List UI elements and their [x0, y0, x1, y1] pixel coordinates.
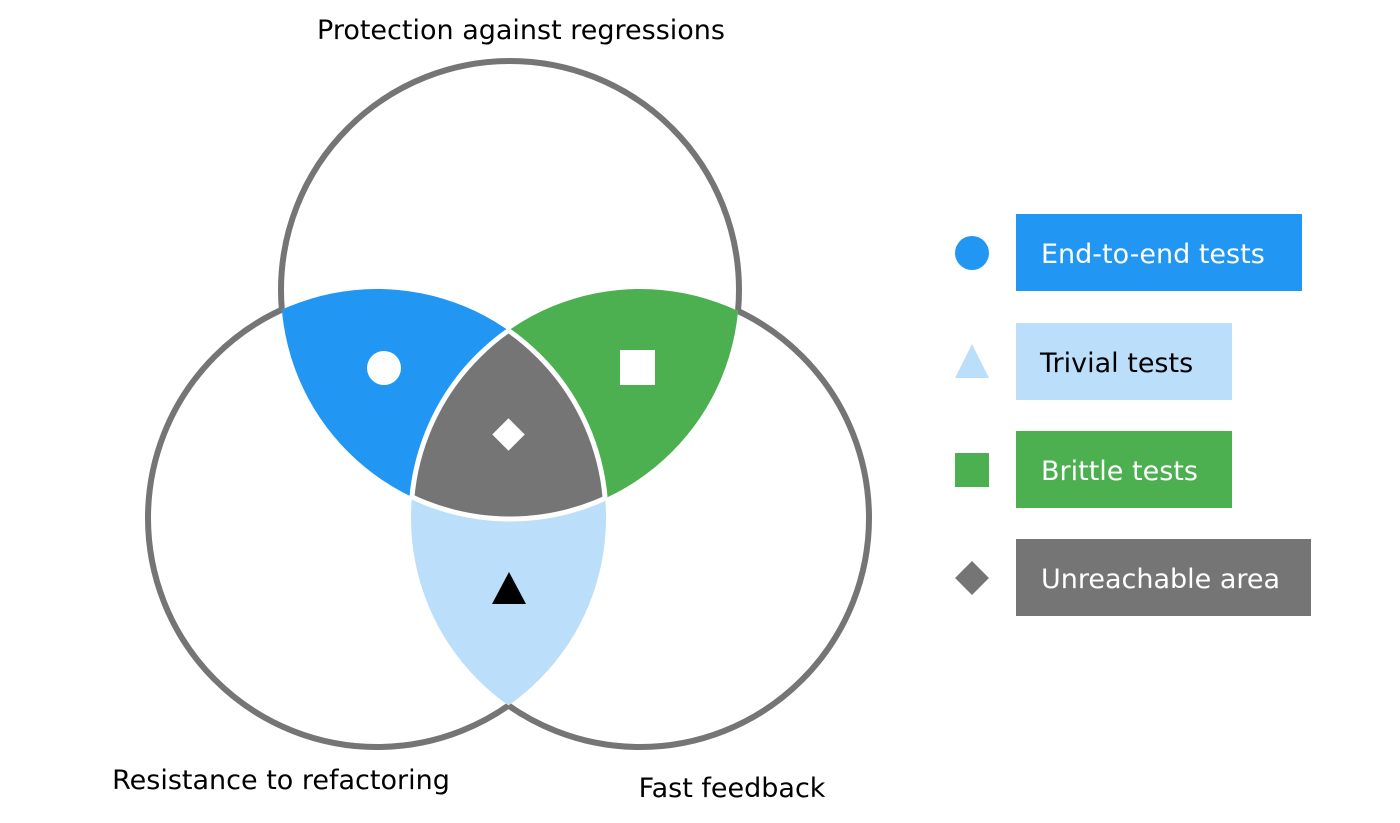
brittle-marker-icon	[620, 350, 655, 385]
legend-item-brittle: Brittle tests	[955, 431, 1232, 508]
label-protection-against-regressions: Protection against regressions	[317, 15, 725, 46]
legend-box	[1016, 539, 1311, 616]
label-fast-feedback: Fast feedback	[639, 773, 826, 804]
unreachable-marker-icon	[492, 418, 525, 451]
square-icon	[955, 453, 989, 487]
legend-label: Unreachable area	[1041, 564, 1280, 595]
legend-item-trivial: Trivial tests	[955, 323, 1232, 400]
trivial-marker-icon	[492, 572, 526, 604]
protection-against-regressions-circle	[278, 58, 742, 522]
label-resistance-to-refactoring: Resistance to refactoring	[112, 765, 450, 796]
end-to-end-marker-icon	[367, 351, 401, 385]
legend-box	[1016, 431, 1232, 508]
legend-box	[1016, 323, 1232, 400]
circle-icon	[955, 236, 989, 270]
resistance-to-refactoring-circle	[145, 286, 609, 750]
diamond-icon	[955, 561, 989, 595]
legend-box	[1016, 214, 1302, 291]
legend-label: Brittle tests	[1041, 456, 1198, 487]
fast-feedback-circle	[408, 286, 872, 750]
legend-label: Trivial tests	[1039, 348, 1193, 379]
legend-item-unreachable: Unreachable area	[955, 539, 1311, 616]
triangle-icon	[955, 344, 989, 378]
legend: End-to-end tests Trivial tests Brittle t…	[955, 214, 1311, 616]
legend-item-end-to-end: End-to-end tests	[955, 214, 1302, 291]
legend-label: End-to-end tests	[1041, 239, 1265, 270]
